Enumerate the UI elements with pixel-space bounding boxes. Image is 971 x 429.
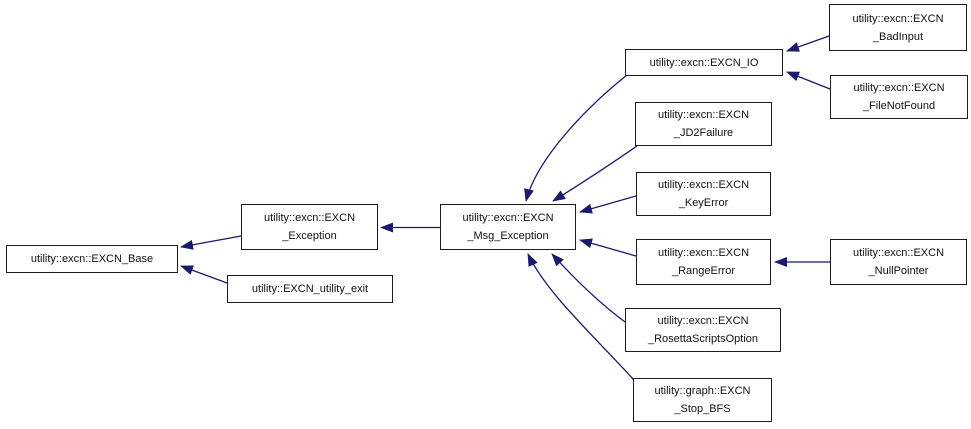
node-label-line2: _KeyError	[678, 197, 729, 209]
node-excn-nullpointer[interactable]: utility::excn::EXCN _NullPointer	[830, 239, 967, 285]
node-label-line2: _NullPointer	[868, 265, 929, 277]
node-graph-excn-stop-bfs[interactable]: utility::graph::EXCN _Stop_BFS	[633, 378, 772, 422]
node-label-line2: _JD2Failure	[673, 127, 734, 139]
node-excn-filenotfound[interactable]: utility::excn::EXCN _FileNotFound	[830, 75, 968, 119]
node-excn-io[interactable]: utility::excn::EXCN_IO	[625, 49, 783, 76]
node-label-line2: _Exception	[282, 230, 337, 242]
node-excn-exception[interactable]: utility::excn::EXCN _Exception	[241, 204, 378, 250]
node-label: utility::excn::EXCN_IO	[649, 56, 759, 69]
edge-rosettascripts-to-msg-exception	[551, 253, 626, 323]
edge-utility-exit-to-base	[180, 265, 228, 284]
edge-filenotfound-to-io	[786, 71, 831, 90]
node-excn-badinput[interactable]: utility::excn::EXCN _BadInput	[829, 4, 967, 51]
node-excn-jd2failure[interactable]: utility::excn::EXCN _JD2Failure	[635, 102, 772, 146]
node-label-line1: utility::excn::EXCN	[462, 212, 554, 224]
node-excn-utility-exit[interactable]: utility::EXCN_utility_exit	[227, 275, 393, 303]
edge-badinput-to-io	[786, 35, 830, 52]
edge-exception-to-base	[180, 235, 242, 250]
node-excn-msg-exception[interactable]: utility::excn::EXCN _Msg_Exception	[440, 204, 576, 250]
node-label-line2: _BadInput	[872, 30, 924, 43]
node-label: utility::EXCN_utility_exit	[251, 283, 369, 295]
node-label-line2: _RangeError	[672, 265, 735, 277]
node-label-line2: _FileNotFound	[862, 100, 936, 112]
node-label-line1: utility::excn::EXCN	[657, 179, 750, 191]
node-label-line1: utility::excn::EXCN	[852, 12, 944, 25]
node-label-line2: _RosettaScriptsOption	[647, 333, 759, 345]
node-label-line2: _Msg_Exception	[467, 230, 549, 242]
node-label-line1: utility::graph::EXCN	[654, 385, 751, 397]
node-excn-rosettascriptsoption[interactable]: utility::excn::EXCN _RosettaScriptsOptio…	[625, 308, 781, 352]
edge-stop-bfs-to-msg-exception	[527, 253, 635, 381]
edge-jd2failure-to-msg-exception	[552, 145, 638, 202]
edge-rangeerror-to-msg-exception	[579, 238, 637, 257]
node-label: utility::excn::EXCN_Base	[30, 253, 154, 265]
node-label-line1: utility::excn::EXCN	[657, 109, 750, 121]
edge-keyerror-to-msg-exception	[579, 195, 637, 214]
node-label-line2: _Stop_BFS	[674, 403, 731, 415]
edge-io-to-msg-exception	[524, 74, 628, 202]
node-label-line1: utility::excn::EXCN	[852, 247, 945, 259]
node-label-line1: utility::excn::EXCN	[657, 247, 750, 259]
node-label-line1: utility::excn::EXCN	[853, 82, 945, 94]
node-label-line1: utility::excn::EXCN	[657, 315, 749, 327]
node-excn-rangeerror[interactable]: utility::excn::EXCN _RangeError	[636, 239, 771, 285]
node-excn-keyerror[interactable]: utility::excn::EXCN _KeyError	[636, 172, 771, 216]
node-label-line1: utility::excn::EXCN	[263, 212, 356, 224]
node-excn-base[interactable]: utility::excn::EXCN_Base	[6, 245, 178, 273]
